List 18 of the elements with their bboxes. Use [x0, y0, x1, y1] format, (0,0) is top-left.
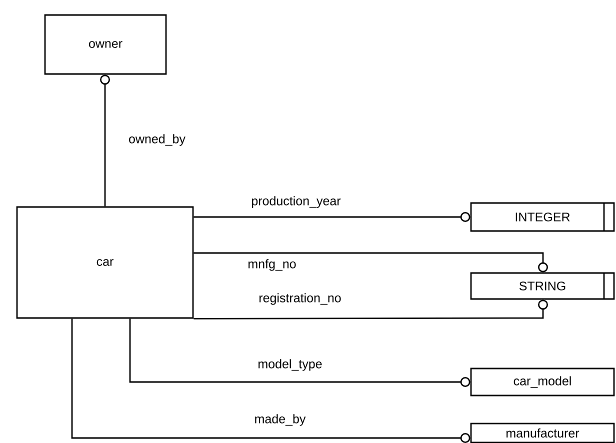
relationship-line — [194, 252, 548, 272]
edge-label: registration_no — [258, 292, 342, 306]
edge-label: model_type — [256, 358, 324, 372]
entity-box: manufacturer — [470, 422, 615, 443]
entity-box: car_model — [470, 368, 615, 396]
relationship-line — [100, 74, 110, 206]
relationship-line — [194, 300, 548, 320]
edge-label: production_year — [250, 195, 342, 209]
relationship-line — [71, 318, 470, 443]
type-box: STRING — [470, 272, 615, 300]
edge-label: owned_by — [128, 133, 186, 147]
type-box: INTEGER — [470, 202, 615, 232]
edge-label: made_by — [253, 413, 307, 427]
entity-box: car — [16, 206, 194, 319]
relationship-line — [129, 318, 470, 387]
edge-label: mnfg_no — [246, 258, 298, 272]
relationship-line — [194, 212, 470, 222]
entity-box: owner — [44, 14, 167, 75]
